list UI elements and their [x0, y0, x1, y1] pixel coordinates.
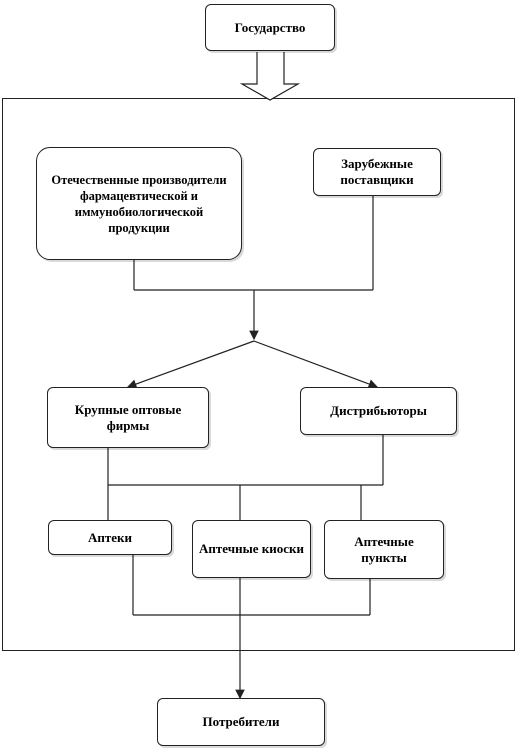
split-to-distributors-arrow — [253, 340, 379, 389]
state-node: Государство — [205, 4, 335, 51]
foreign-suppliers-label: Зарубежные поставщики — [340, 156, 414, 187]
distributors-label: Дистрибьюторы — [330, 403, 427, 418]
distributors-node: Дистрибьюторы — [300, 387, 457, 435]
state-label: Государство — [234, 19, 306, 35]
consumers-node: Потребители — [157, 698, 325, 746]
pharmacies-label: Аптеки — [87, 529, 132, 545]
pharmacies-node: Аптеки — [48, 520, 172, 555]
pharmacy-kiosks-label: Аптечные киоски — [199, 541, 304, 556]
pharmacy-points-label: Аптечные пункты — [354, 533, 414, 565]
split-to-wholesale-arrow — [126, 340, 255, 389]
domestic-producers-label: Отечественные производители фармацевтиче… — [51, 172, 227, 235]
pharmacy-kiosks-node: Аптечные киоски — [192, 520, 311, 578]
consumers-label: Потребители — [202, 714, 280, 729]
system-frame — [2, 98, 515, 651]
wholesale-firms-label: Крупные оптовые фирмы — [74, 401, 182, 433]
domestic-producers-node: Отечественные производители фармацевтиче… — [36, 147, 242, 260]
state-to-system-arrow — [239, 52, 301, 101]
foreign-suppliers-node: Зарубежные поставщики — [313, 148, 441, 196]
wholesale-firms-node: Крупные оптовые фирмы — [47, 387, 209, 448]
pharmacy-points-node: Аптечные пункты — [324, 520, 444, 579]
